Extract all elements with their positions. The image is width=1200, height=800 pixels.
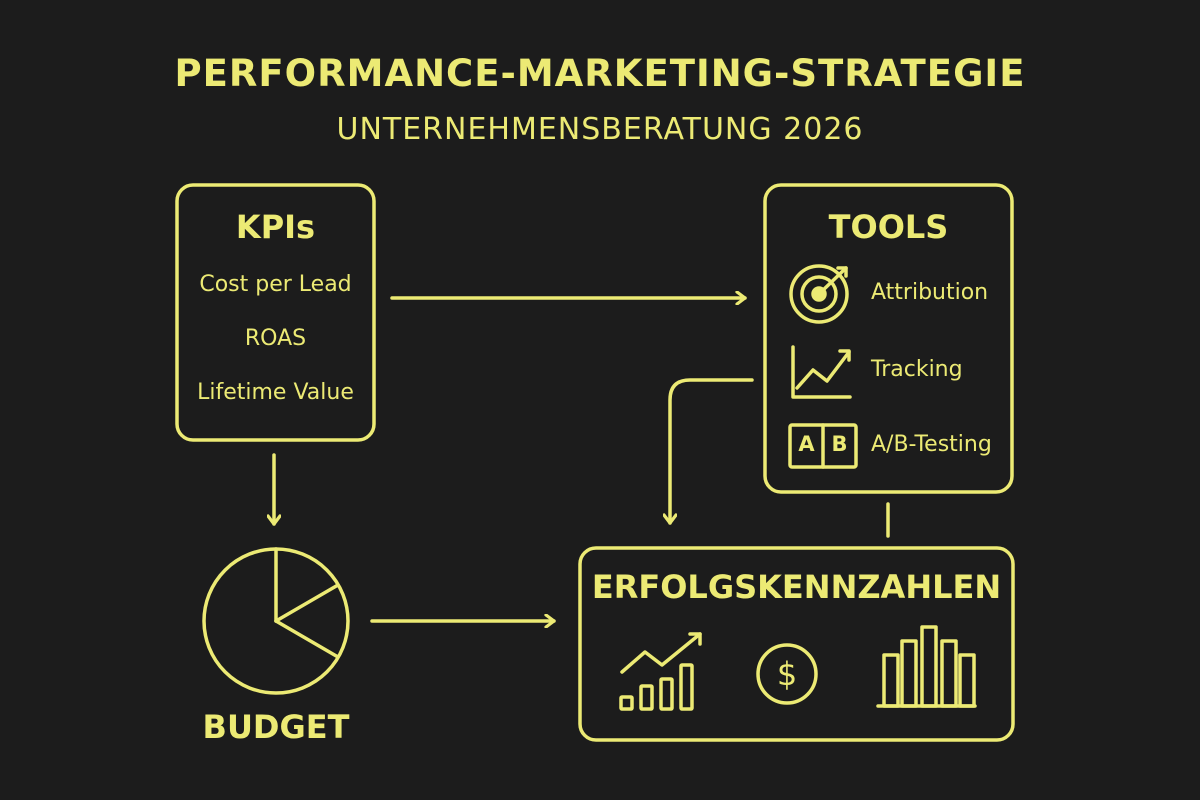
budget-label: BUDGET — [202, 708, 350, 746]
pie-chart-icon — [202, 547, 350, 695]
kpi-heading: KPIs — [235, 208, 316, 246]
ab-badge-b: B — [831, 432, 848, 456]
kpi-item-lifetime-value: Lifetime Value — [197, 380, 354, 405]
target-icon — [789, 264, 849, 324]
kpi-item-roas: ROAS — [244, 326, 307, 351]
bar-chart-icon — [876, 625, 977, 708]
tools-heading: TOOLS — [828, 208, 949, 246]
success-heading: ERFOLGSKENNZAHLEN — [591, 568, 1002, 606]
dollar-sign: $ — [776, 655, 798, 693]
kpi-box — [175, 183, 376, 442]
page-title: PERFORMANCE-MARKETING-STRATEGIE — [174, 52, 1026, 95]
trend-line-icon — [791, 345, 852, 399]
ab-test-icon — [788, 423, 858, 469]
tool-label-attribution: Attribution — [871, 280, 989, 305]
tool-label-ab-testing: A/B-Testing — [871, 432, 992, 457]
success-metrics-box — [578, 546, 1015, 742]
tools-box — [763, 183, 1014, 494]
tool-label-tracking: Tracking — [871, 357, 963, 382]
dollar-coin-icon — [756, 643, 818, 705]
arrow-tools-to-success — [670, 378, 754, 525]
kpi-item-cost-per-lead: Cost per Lead — [199, 272, 352, 297]
growth-bars-icon — [619, 632, 702, 711]
ab-badge-a: A — [798, 432, 815, 456]
page-subtitle: UNTERNEHMENSBERATUNG 2026 — [336, 112, 864, 147]
